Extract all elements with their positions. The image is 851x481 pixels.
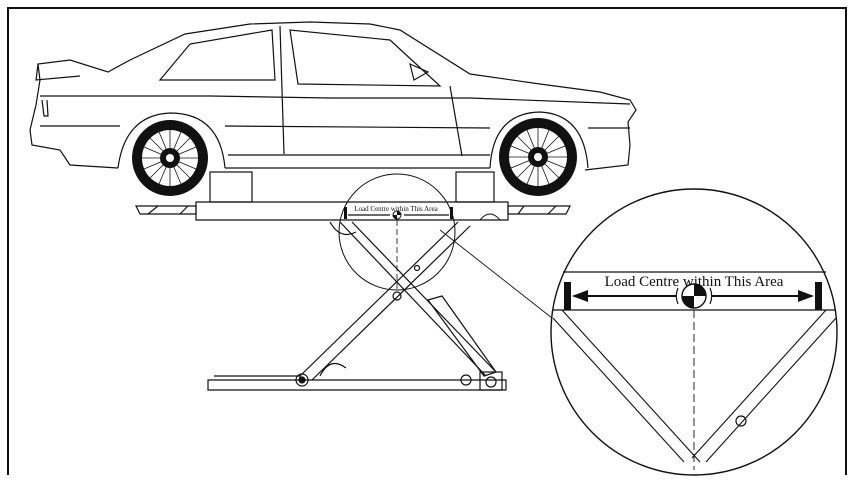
zoom-detail: Load Centre within This Area xyxy=(550,188,838,476)
rear-wheel xyxy=(132,120,208,196)
zoom-connector-line xyxy=(439,229,553,319)
magnifier-circle-large xyxy=(550,188,838,476)
scissor-mechanism xyxy=(207,220,507,391)
load-centre-zoom-label: Load Centre within This Area xyxy=(605,274,784,290)
lift-platform xyxy=(135,171,571,221)
frame-border xyxy=(7,7,847,475)
load-centre-small-marker: Load Centre within This Area xyxy=(344,205,453,220)
front-wheel xyxy=(499,118,577,196)
car-side-view xyxy=(29,21,637,171)
load-centre-small-label: Load Centre within This Area xyxy=(354,205,438,213)
